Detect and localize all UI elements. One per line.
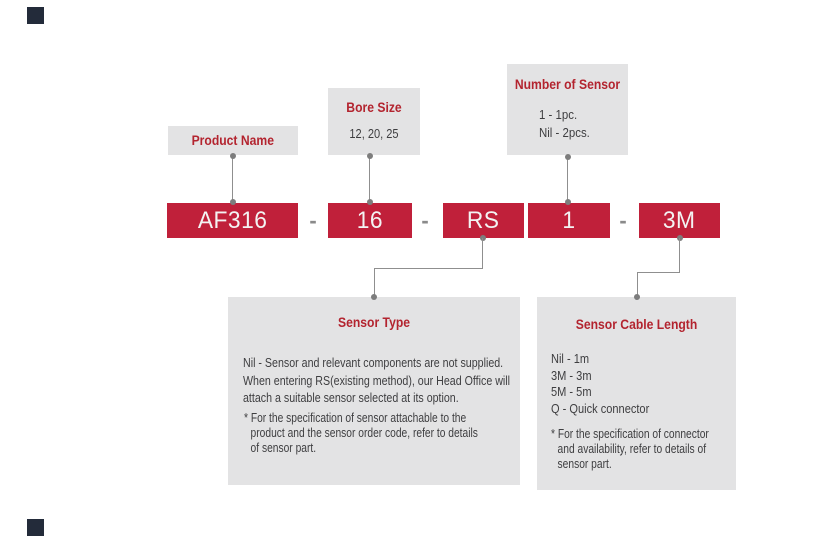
connector-bore-size-dot-top [367, 153, 373, 159]
connector-cable-length-dot-bottom [634, 294, 640, 300]
note-line: of sensor part. [250, 441, 317, 455]
number-of-sensor-box: Number of Sensor 1 - 1pc. Nil - 2pcs. [507, 64, 628, 155]
page-corner-marker-bottom [27, 519, 44, 536]
sensor-cable-length-options: Nil - 1m 3M - 3m 5M - 5m Q - Quick conne… [551, 351, 649, 417]
sensor-type-note: * For the specification of sensor attach… [244, 411, 478, 456]
sensor-type-panel: Sensor Type Nil - Sensor and relevant co… [228, 297, 520, 485]
connector-sensor-type-line-across [374, 268, 483, 269]
connector-sensor-type-dot-bottom [371, 294, 377, 300]
cable-option: 5M - 5m [551, 384, 592, 399]
product-name-box: Product Name [168, 126, 298, 155]
description-line: Nil - Sensor and relevant components are… [243, 355, 504, 370]
number-of-sensor-option: Nil - 2pcs. [539, 125, 590, 140]
number-of-sensor-option: 1 - 1pc. [539, 107, 578, 122]
connector-product-name-dot-top [230, 153, 236, 159]
code-segment-sensor-count: 1 [528, 203, 610, 238]
connector-sensor-type-line-down2 [374, 268, 375, 297]
note-line: and availability, refer to details of [557, 442, 707, 456]
code-segment-cable-length: 3M [639, 203, 720, 238]
note-line: product and the sensor order code, refer… [250, 426, 478, 440]
code-separator: - [619, 207, 627, 233]
product-name-title: Product Name [191, 133, 275, 148]
connector-product-name-line [232, 156, 233, 203]
cable-option: 3M - 3m [551, 367, 592, 383]
connector-cable-length-line-across [637, 272, 680, 273]
code-segment-bore: 16 [328, 203, 412, 238]
bore-size-values: 12, 20, 25 [349, 126, 399, 141]
connector-number-of-sensor-line [567, 157, 568, 203]
number-of-sensor-title: Number of Sensor [514, 77, 621, 92]
connector-sensor-type-dot-top [480, 235, 486, 241]
connector-cable-length-line-down [679, 238, 680, 273]
code-segment-label: AF316 [197, 206, 268, 234]
connector-number-of-sensor-dot-top [565, 154, 571, 160]
code-segment-label: 3M [663, 206, 696, 234]
cable-option: Q - Quick connector [551, 400, 650, 416]
code-separator: - [309, 207, 317, 233]
connector-bore-size-line [369, 156, 370, 203]
connector-cable-length-line-down2 [637, 272, 638, 297]
bore-size-title: Bore Size [346, 100, 402, 115]
sensor-cable-length-title: Sensor Cable Length [575, 317, 698, 332]
code-segment-label: 1 [562, 206, 576, 234]
note-line: sensor part. [557, 457, 612, 471]
connector-sensor-type-line-down [482, 238, 483, 269]
sensor-type-title: Sensor Type [337, 315, 411, 330]
note-line: * For the specification of connector [551, 427, 709, 441]
connector-product-name-dot-bottom [230, 199, 236, 205]
number-of-sensor-options: 1 - 1pc. Nil - 2pcs. [507, 106, 628, 142]
description-line: attach a suitable sensor selected at its… [243, 390, 459, 405]
cable-option: Nil - 1m [551, 351, 590, 366]
connector-number-of-sensor-dot-bottom [565, 199, 571, 205]
note-line: * For the specification of sensor attach… [244, 411, 467, 425]
description-line: When entering RS(existing method), our H… [243, 372, 511, 388]
sensor-type-description: Nil - Sensor and relevant components are… [243, 354, 510, 407]
sensor-cable-length-panel: Sensor Cable Length Nil - 1m 3M - 3m 5M … [537, 297, 736, 490]
code-segment-product: AF316 [167, 203, 298, 238]
code-segment-sensor-type: RS [443, 203, 524, 238]
bore-size-box: Bore Size 12, 20, 25 [328, 88, 420, 155]
code-separator: - [421, 207, 429, 233]
connector-bore-size-dot-bottom [367, 199, 373, 205]
connector-cable-length-dot-top [677, 235, 683, 241]
page-corner-marker-top [27, 7, 44, 24]
code-segment-label: 16 [356, 206, 384, 234]
code-segment-label: RS [467, 206, 500, 234]
sensor-cable-length-note: * For the specification of connector and… [551, 427, 709, 472]
